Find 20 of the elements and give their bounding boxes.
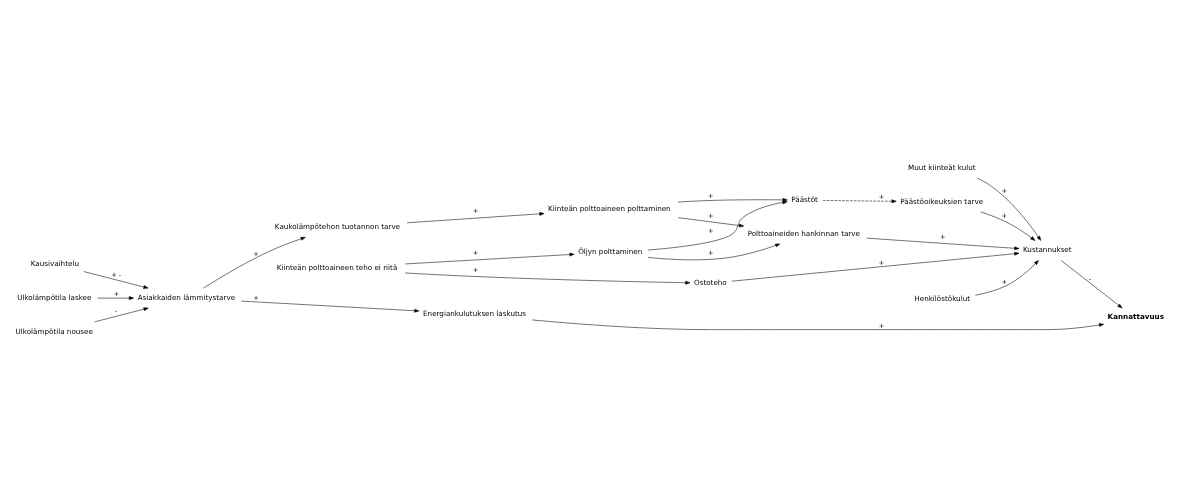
arrow [731,251,1020,281]
arrow [980,211,1036,241]
arrow [647,200,788,250]
arrow [822,198,897,203]
arrow [975,259,1039,295]
arrow [647,243,781,260]
arrow [677,216,744,227]
arrow [404,252,575,264]
arrow [406,211,545,223]
arrow [203,236,306,288]
arrow [83,270,149,289]
arrow [531,319,1104,330]
arrow [866,237,1020,250]
arrow [404,272,691,285]
arrow [1060,259,1123,308]
arrow [677,197,788,202]
arrow [976,177,1042,241]
arrow [94,306,149,322]
arrow [97,295,134,300]
arrow [240,300,420,313]
